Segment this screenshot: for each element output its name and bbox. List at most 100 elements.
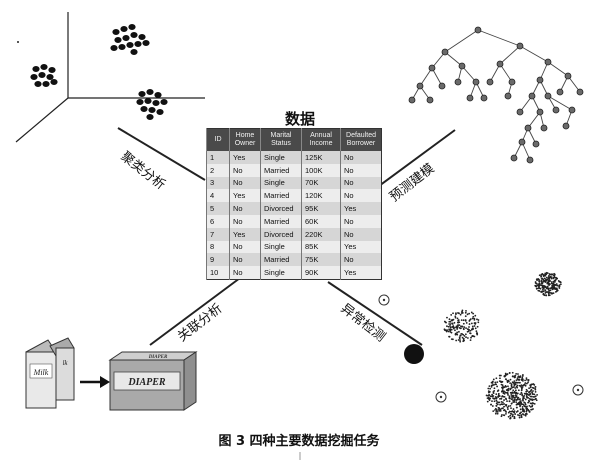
cluster-dot bbox=[112, 29, 120, 35]
tree-node bbox=[562, 122, 570, 130]
cluster-dot bbox=[50, 79, 58, 85]
tree-node bbox=[510, 154, 518, 162]
cluster-dot bbox=[34, 81, 42, 87]
cluster-dot bbox=[152, 100, 160, 106]
table-cell: Married bbox=[260, 163, 302, 177]
cluster-dot bbox=[46, 74, 54, 80]
tree-edge bbox=[519, 45, 549, 63]
table-cell: 2 bbox=[206, 163, 230, 177]
tree-node bbox=[536, 76, 544, 84]
table-cell: 90K bbox=[301, 266, 341, 280]
tree-node bbox=[504, 92, 512, 100]
table-cell: No bbox=[340, 227, 382, 241]
tree-node bbox=[576, 88, 584, 96]
cluster-dot bbox=[148, 107, 156, 113]
tree-node bbox=[508, 78, 516, 86]
table-cell: No bbox=[229, 163, 261, 177]
tree-node bbox=[552, 106, 560, 114]
tree-node bbox=[524, 124, 532, 132]
tree-edge bbox=[477, 29, 521, 47]
tree-node bbox=[441, 48, 449, 56]
table-cell: 100K bbox=[301, 163, 341, 177]
cluster-dot bbox=[146, 89, 154, 95]
tree-node bbox=[474, 26, 482, 34]
tree-node bbox=[568, 106, 576, 114]
table-cell: Yes bbox=[340, 202, 382, 215]
dense-cluster-large bbox=[485, 371, 539, 420]
cluster-dot bbox=[130, 49, 138, 55]
table-cell: No bbox=[229, 214, 261, 228]
cluster-dot bbox=[30, 74, 38, 80]
dense-cluster-small bbox=[534, 271, 562, 297]
cluster-dot bbox=[160, 99, 168, 105]
table-title: 数据 bbox=[284, 110, 315, 128]
tree-node bbox=[438, 82, 446, 90]
tree-node bbox=[544, 92, 552, 100]
tree-node bbox=[526, 156, 534, 164]
table-cell: Yes bbox=[340, 266, 382, 280]
tree-node bbox=[518, 138, 526, 146]
cluster-dot bbox=[146, 114, 154, 120]
table-cell: 85K bbox=[301, 240, 341, 254]
tree-edge bbox=[419, 67, 433, 87]
tree-node bbox=[408, 96, 416, 104]
milk-label: Milk bbox=[33, 368, 49, 377]
table-cell: Single bbox=[260, 151, 302, 164]
table-cell: 10 bbox=[206, 266, 230, 280]
decision-tree-illustration bbox=[408, 26, 584, 164]
table-cell: 95K bbox=[301, 202, 341, 215]
figure-caption: 图 3 四种主要数据挖掘任务 bbox=[218, 434, 380, 449]
tree-node bbox=[540, 124, 548, 132]
tree-edge bbox=[499, 45, 521, 65]
tree-edge bbox=[444, 29, 479, 53]
table-cell: Yes bbox=[229, 227, 261, 241]
cluster-dot bbox=[138, 34, 146, 40]
anomaly-blob bbox=[404, 344, 424, 364]
cluster-dot bbox=[122, 35, 130, 41]
tree-node bbox=[556, 88, 564, 96]
tree-node bbox=[454, 78, 462, 86]
clustering-illustration bbox=[15, 12, 205, 143]
cluster-dot bbox=[42, 81, 50, 87]
tree-node bbox=[564, 72, 572, 80]
cluster-dot bbox=[128, 24, 136, 30]
tree-node bbox=[428, 64, 436, 72]
tree-node bbox=[536, 108, 544, 116]
tree-edge bbox=[547, 61, 569, 77]
table-cell: No bbox=[229, 176, 261, 190]
tree-node bbox=[516, 42, 524, 50]
association-illustration: Milk lk DIAPER DIAPER bbox=[25, 337, 198, 411]
table-cell: 75K bbox=[301, 253, 341, 267]
tree-edge bbox=[499, 63, 513, 83]
tree-node bbox=[486, 78, 494, 86]
table-cell: Married bbox=[260, 214, 302, 228]
header-id: ID bbox=[206, 128, 230, 151]
table-cell: Yes bbox=[340, 240, 382, 254]
tree-node bbox=[472, 78, 480, 86]
tree-node bbox=[496, 60, 504, 68]
tree-node bbox=[466, 94, 474, 102]
tree-node bbox=[528, 92, 536, 100]
table-cell: 125K bbox=[301, 151, 341, 164]
table-cell: No bbox=[229, 240, 261, 254]
tree-node bbox=[426, 96, 434, 104]
table-cell: No bbox=[340, 163, 382, 177]
table-cell: Married bbox=[260, 189, 302, 203]
table-cell: 3 bbox=[206, 176, 230, 190]
cluster-dot bbox=[136, 99, 144, 105]
table-cell: Married bbox=[260, 253, 302, 267]
cluster-dot bbox=[142, 40, 150, 46]
cluster-dot bbox=[130, 32, 138, 38]
cluster-dot bbox=[38, 72, 46, 78]
table-cell: 4 bbox=[206, 189, 230, 203]
